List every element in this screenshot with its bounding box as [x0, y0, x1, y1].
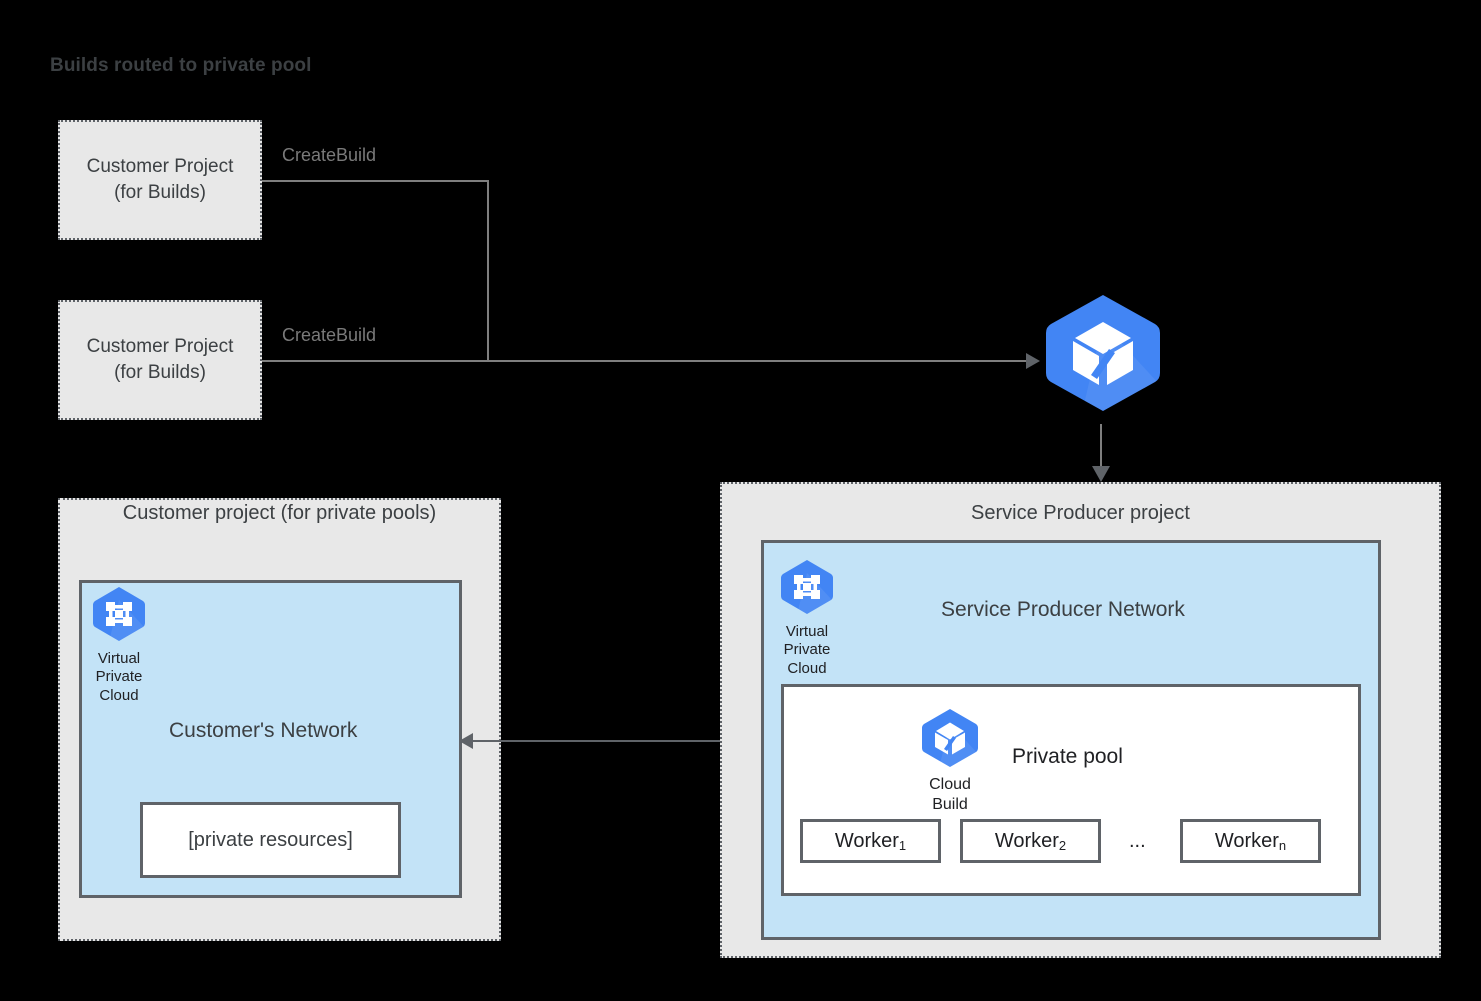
- cloud-build-icon[interactable]: [1042, 293, 1164, 413]
- producer-vpc-icon-stack: Virtual Private Cloud: [778, 559, 836, 678]
- customer-build-project-2-label: Customer Project (for Builds): [86, 336, 234, 383]
- route-to-producer-edge: [1100, 424, 1102, 468]
- customer-panel-heading: Customer project (for private pools): [122, 502, 437, 524]
- service-producer-network-label: Service Producer Network: [941, 598, 1185, 621]
- private-resources-box[interactable]: [private resources]: [140, 802, 401, 878]
- network-peering-arrowhead-left: [459, 733, 473, 749]
- worker-1-label: Worker: [834, 829, 899, 852]
- route-to-producer-arrowhead: [1092, 466, 1110, 482]
- create-build-label-2: CreateBuild: [282, 325, 377, 345]
- private-pool-cloud-build-stack: Cloud Build: [918, 708, 982, 814]
- worker-1-subscript: 1: [898, 837, 907, 853]
- page-title: Builds routed to private pool: [50, 55, 312, 76]
- private-pool-box[interactable]: [781, 684, 1361, 896]
- producer-vpc-caption: Virtual Private Cloud: [783, 623, 831, 677]
- virtual-private-cloud-icon[interactable]: [779, 559, 835, 620]
- worker-n-label: Worker: [1214, 829, 1279, 852]
- worker-n-subscript: n: [1278, 837, 1287, 853]
- customer-build-project-1-label: Customer Project (for Builds): [86, 156, 234, 203]
- worker-2-subscript: 2: [1058, 837, 1067, 853]
- private-pool-cloud-build-caption: Cloud Build: [929, 776, 971, 813]
- create-build-edge-1-vertical: [487, 180, 489, 361]
- customer-vpc-caption: Virtual Private Cloud: [95, 650, 143, 704]
- customer-vpc-icon-stack: Virtual Private Cloud: [89, 586, 149, 705]
- cloud-build-icon[interactable]: [919, 708, 981, 773]
- customer-build-project-2[interactable]: Customer Project (for Builds): [58, 300, 262, 420]
- create-build-edge-2-horizontal: [262, 360, 1034, 362]
- network-peering-line: [472, 740, 750, 742]
- worker-ellipsis: ...: [1129, 830, 1146, 852]
- worker-2-label: Worker: [994, 829, 1059, 852]
- private-pool-label: Private pool: [1012, 745, 1123, 768]
- producer-panel-heading: Service Producer project: [971, 502, 1190, 524]
- create-build-label-1: CreateBuild: [282, 145, 377, 165]
- create-build-edge-1-horizontal: [262, 180, 488, 182]
- virtual-private-cloud-icon[interactable]: [91, 586, 147, 647]
- customer-build-project-1[interactable]: Customer Project (for Builds): [58, 120, 262, 240]
- customers-network-label: Customer's Network: [169, 719, 358, 742]
- create-build-arrowhead: [1026, 353, 1040, 369]
- private-resources-label: [private resources]: [188, 828, 353, 851]
